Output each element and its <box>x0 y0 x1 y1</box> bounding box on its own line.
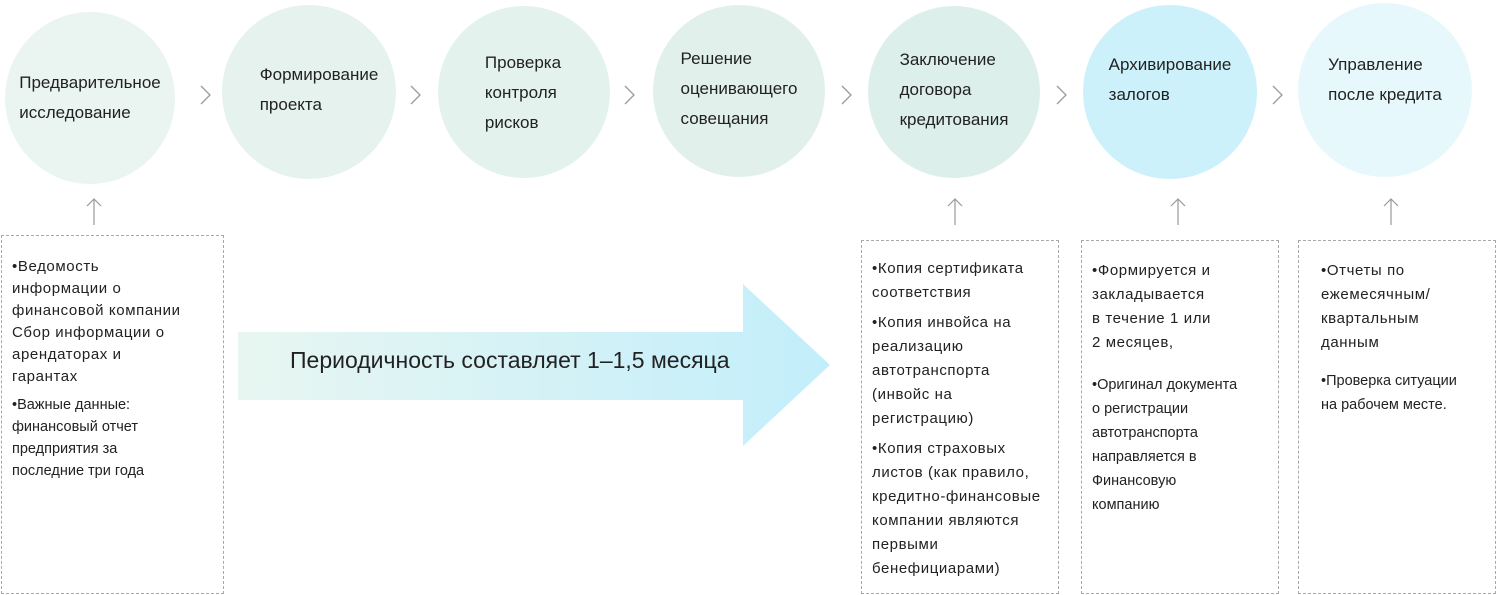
chevron-right-icon <box>624 85 635 105</box>
detail-item: •Копия сертификата соответствия <box>872 260 1024 301</box>
stage-risk-control-check: Проверка контроля рисков <box>438 6 610 178</box>
stage-collateral-archiving: Архивирование залогов <box>1083 5 1257 179</box>
arrow-up-icon <box>947 198 963 225</box>
chevron-right-icon <box>200 85 211 105</box>
stage-preliminary-research: Предварительное исследование <box>5 12 175 184</box>
detail-item: •Важные данные: финансовый отчет предпри… <box>12 397 145 479</box>
preliminary-research-details: •Ведомость информации о финансовой компа… <box>1 235 224 594</box>
arrow-up-icon <box>1170 198 1186 225</box>
chevron-right-icon <box>841 85 852 105</box>
chevron-right-icon <box>1272 85 1283 105</box>
post-credit-details: •Отчеты по ежемесячным/ квартальным данн… <box>1298 240 1496 594</box>
stage-label: Заключение договора кредитования <box>899 50 1009 129</box>
arrow-up-icon <box>1383 198 1399 225</box>
detail-item: •Копия инвойса на реализацию автотранспо… <box>872 314 1012 427</box>
stage-label: Решение оценивающего совещания <box>680 49 798 128</box>
timeline-arrow <box>238 284 830 446</box>
stage-label: Управление после кредита <box>1328 55 1442 104</box>
arrow-up-icon <box>86 198 102 225</box>
stage-label: Проверка контроля рисков <box>484 53 562 132</box>
stage-credit-agreement: Заключение договора кредитования <box>868 6 1040 178</box>
collateral-archiving-details: •Формируется и закладывается в течение 1… <box>1081 240 1279 594</box>
period-label: Периодичность составляет 1–1,5 месяца <box>290 347 730 373</box>
detail-item: •Оригинал документа о регистрации автотр… <box>1092 377 1238 513</box>
chevron-right-icon <box>410 85 421 105</box>
detail-item: •Ведомость информации о финансовой компа… <box>12 258 181 385</box>
stage-project-formation: Формирование проекта <box>222 5 396 179</box>
detail-item: •Проверка ситуации на рабочем месте. <box>1321 373 1457 413</box>
stage-label: Предварительное исследование <box>19 73 161 122</box>
chevron-right-icon <box>1056 85 1067 105</box>
detail-item: •Формируется и закладывается в течение 1… <box>1092 262 1212 351</box>
detail-item: •Копия страховых листов (как правило, кр… <box>872 440 1041 577</box>
stage-label: Архивирование залогов <box>1108 55 1232 104</box>
stage-label: Формирование проекта <box>259 65 379 114</box>
detail-item: •Отчеты по ежемесячным/ квартальным данн… <box>1321 262 1431 351</box>
stage-evaluation-meeting: Решение оценивающего совещания <box>653 5 825 177</box>
stage-post-credit-management: Управление после кредита <box>1298 3 1472 177</box>
credit-agreement-details: •Копия сертификата соответствия •Копия и… <box>861 240 1059 594</box>
